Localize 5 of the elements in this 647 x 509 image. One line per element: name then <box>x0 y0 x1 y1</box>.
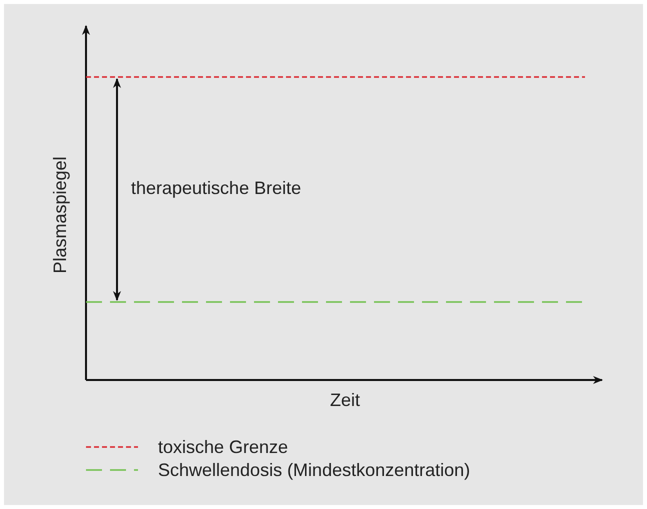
y-axis-label: Plasmaspiegel <box>50 156 70 274</box>
legend-label: toxische Grenze <box>158 437 288 457</box>
dimension-label: therapeutische Breite <box>131 178 302 198</box>
legend-label: Schwellendosis (Mindestkonzentration) <box>158 460 470 480</box>
x-axis-label: Zeit <box>330 390 360 410</box>
